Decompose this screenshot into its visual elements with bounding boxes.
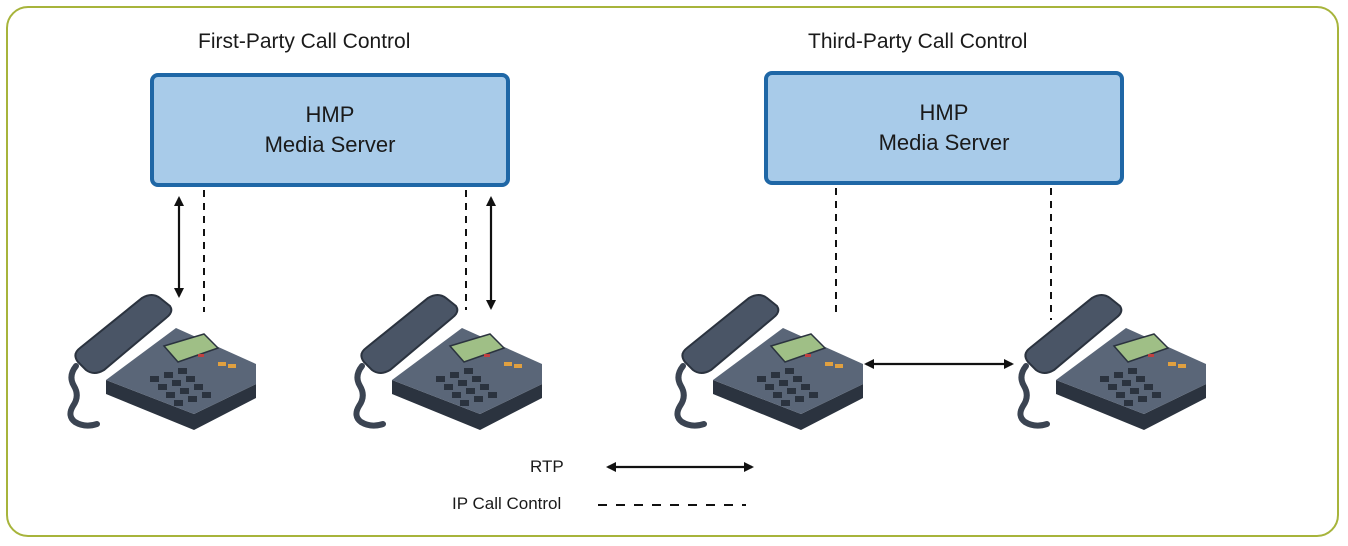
legend-ip-control-label: IP Call Control [452, 494, 562, 513]
first-party-title: First-Party Call Control [198, 30, 411, 53]
telephone-icon [677, 295, 863, 430]
server-line2: Media Server [264, 132, 396, 157]
server-line1: HMP [919, 100, 969, 125]
third-party-title: Third-Party Call Control [808, 30, 1028, 53]
diagram-frame [6, 6, 1339, 537]
telephone-icon [70, 295, 256, 430]
server-line1: HMP [305, 102, 355, 127]
server-line2: Media Server [878, 130, 1010, 155]
legend-rtp-label: RTP [530, 457, 564, 476]
third-party-media-server: HMP Media Server [764, 71, 1124, 185]
first-party-media-server: HMP Media Server [150, 73, 510, 187]
telephone-icon [356, 295, 542, 430]
telephone-icon [1020, 295, 1206, 430]
